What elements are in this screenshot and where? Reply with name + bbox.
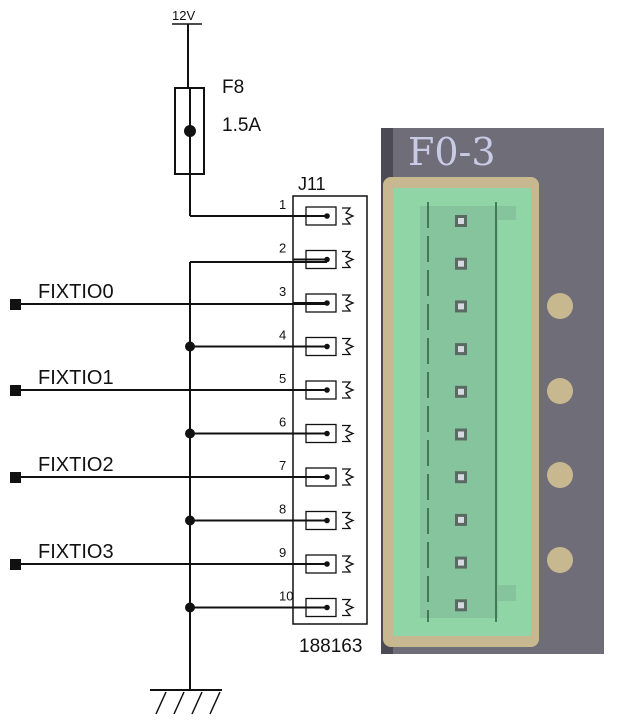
terminal-pads [455, 215, 467, 612]
connector-pin: 8 [279, 502, 355, 531]
pin-number: 6 [279, 415, 286, 430]
pin-number: 7 [279, 458, 286, 473]
ground-hatch [191, 691, 203, 715]
ground-junctions [185, 341, 327, 613]
connector-pin: 2 [279, 241, 355, 270]
pin-number: 5 [279, 371, 286, 386]
net-port [10, 299, 21, 310]
connector-pin: 1 [279, 197, 355, 226]
pin-contact [342, 294, 355, 312]
terminal-pad-core [458, 474, 464, 481]
net-label: FIXTIO2 [38, 454, 114, 476]
pin-contact [342, 598, 355, 617]
net-fixtio2: FIXTIO2 [10, 454, 327, 483]
pin-contact [342, 250, 355, 269]
mounting-holes [547, 293, 573, 573]
pin-contact [342, 207, 355, 225]
mounting-hole [547, 378, 573, 404]
power-label: 12V [172, 8, 195, 23]
net-fixtio1: FIXTIO1 [10, 367, 327, 396]
schematic: 12V F8 1.5A J11 188163 1 2 3 4 5 6 7 8 9 10 [10, 8, 368, 715]
connector-pin: 10 [279, 589, 355, 618]
connector-pin: 3 [279, 284, 355, 313]
terminal-pad-core [458, 431, 464, 438]
pin-contact [342, 468, 355, 486]
pin-contact [342, 511, 355, 530]
terminal-pad-core [458, 559, 464, 566]
pin-contact [342, 337, 355, 356]
fuse: F8 1.5A [174, 77, 327, 217]
ground-hatch [173, 691, 185, 715]
pin-number: 9 [279, 545, 286, 560]
terminal-pad-core [458, 602, 464, 609]
ground-hatch [209, 691, 221, 715]
terminal-pad-core [458, 218, 464, 224]
pin-number: 2 [279, 241, 286, 256]
terminal-pad-core [458, 346, 464, 353]
fuse-rating: 1.5A [222, 115, 261, 136]
pin-socket [305, 249, 337, 270]
pin-socket [305, 206, 337, 226]
terminal-pad-core [458, 516, 464, 523]
pin-contact [342, 424, 355, 443]
net-port [10, 385, 21, 396]
ground-hatch [155, 691, 167, 715]
terminal-tab-top [498, 206, 516, 220]
pin-dot [324, 213, 330, 219]
net-fixtio0: FIXTIO0 [10, 281, 327, 310]
net-label: FIXTIO3 [38, 541, 114, 563]
net-port [10, 472, 21, 483]
pin-number: 4 [279, 328, 286, 343]
junction-dot [185, 341, 195, 352]
connector-pin: 4 [279, 328, 355, 357]
terminal-pad-core [458, 303, 464, 310]
terminal-tab-bottom [498, 585, 516, 601]
connector-pin: 7 [279, 458, 355, 487]
terminal-channel [420, 206, 498, 618]
connector-body [292, 195, 368, 625]
board-render: F0-3 [381, 128, 604, 654]
fuse-dot [184, 125, 196, 137]
connector-part: 188163 [299, 636, 362, 657]
fuse-ref: F8 [222, 77, 244, 98]
terminal-pad-core [458, 388, 464, 395]
net-label: FIXTIO0 [38, 281, 114, 303]
pin-dot [324, 256, 330, 263]
junction-dot [185, 515, 195, 526]
mounting-hole [547, 293, 573, 319]
pin-number: 1 [279, 197, 286, 212]
pin-number: 10 [279, 589, 293, 604]
net-fixtio3: FIXTIO3 [10, 541, 327, 570]
terminal-pad-core [458, 260, 464, 267]
junction-dot [185, 428, 195, 439]
net-label: FIXTIO1 [38, 367, 114, 389]
junction-dot [185, 602, 195, 613]
mounting-hole [547, 462, 573, 488]
net-labels: FIXTIO0 FIXTIO1 FIXTIO2 FIXTIO3 [10, 281, 327, 570]
mounting-hole [547, 547, 573, 573]
pin-contact [342, 555, 355, 573]
connector-pin: 6 [279, 415, 355, 444]
power-symbol-12v: 12V [172, 8, 202, 88]
pin-number: 3 [279, 284, 286, 299]
connector-pins: 1 2 3 4 5 6 7 8 9 10 [279, 197, 355, 618]
connector-pin: 9 [279, 545, 355, 574]
pin-contact [342, 381, 355, 399]
connector-ref: J11 [298, 174, 326, 194]
board-title: F0-3 [408, 130, 496, 174]
pin-number: 8 [279, 502, 286, 517]
connector-pin: 5 [279, 371, 355, 400]
connector-j11: J11 188163 1 2 3 4 5 6 7 8 9 10 [279, 174, 368, 657]
net-port [10, 559, 21, 570]
